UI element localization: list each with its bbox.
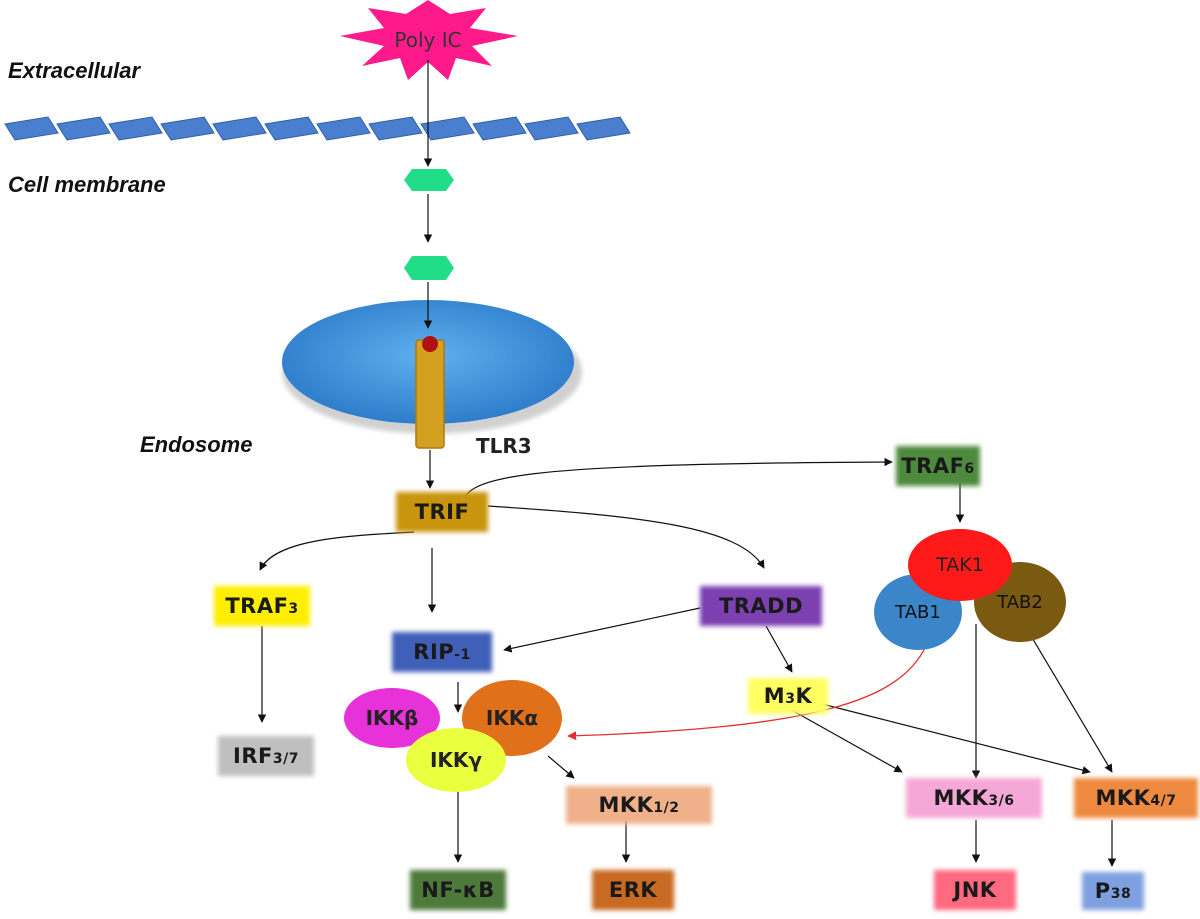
label-ikkg: IKKγ — [429, 748, 483, 772]
label-mkk12: MKK1/2 — [598, 793, 680, 817]
label-nfkb: NF-κB — [421, 878, 495, 902]
tak1-oval — [908, 529, 1012, 601]
ikkb-oval — [344, 688, 440, 748]
label-traf6: TRAF6 — [901, 454, 975, 478]
label-mkk36: MKK3/6 — [933, 786, 1015, 810]
label-tak1: TAK1 — [936, 554, 984, 576]
label-traf3: TRAF3 — [225, 594, 299, 618]
cell-membrane — [4, 116, 631, 141]
label-tlr3: TLR3 — [476, 434, 532, 458]
label-tab1: TAB1 — [895, 601, 941, 623]
label-mkk47: MKK4/7 — [1095, 786, 1177, 810]
ligand-hexagon-internal — [404, 256, 454, 280]
arrow-m3k-mkk36 — [787, 707, 903, 773]
label-rip1: RIP-1 — [413, 640, 471, 664]
ikkg-oval — [406, 728, 506, 792]
poly-ic-starburst — [340, 0, 518, 80]
arrow-trif-tradd — [487, 505, 765, 569]
ligand-hexagon-membrane — [404, 169, 454, 191]
arrow-m3k-mkk47 — [821, 703, 1091, 775]
label-tab2: TAB2 — [997, 591, 1043, 613]
label-boxes — [214, 446, 1198, 910]
label-irf: IRF3/7 — [233, 744, 299, 768]
label-ikka: IKKα — [485, 706, 539, 730]
region-cell-membrane: Cell membrane — [8, 172, 166, 197]
region-extracellular: Extracellular — [8, 58, 141, 83]
arrow-trif-traf3 — [259, 531, 415, 571]
label-m3k: M3K — [763, 684, 813, 708]
arrow-ikk-mkk12 — [547, 755, 575, 779]
arrow-trif-traf6 — [461, 457, 893, 509]
label-jnk: JNK — [953, 878, 997, 902]
tlr3-receptor — [415, 339, 445, 449]
arrow-tradd-rip1 — [503, 607, 701, 653]
label-erk: ERK — [608, 878, 658, 902]
tlr3-ligand-dot — [422, 336, 438, 352]
label-tradd: TRADD — [718, 594, 804, 618]
arrow-tradd-m3k — [765, 625, 793, 673]
label-p38: P38 — [1094, 879, 1132, 903]
label-trif: TRIF — [414, 500, 470, 524]
label-ikkb: IKKβ — [365, 706, 419, 730]
region-endosome: Endosome — [140, 432, 253, 457]
arrow-tab1-ikka — [567, 645, 927, 741]
label-poly-ic: Poly IC — [394, 28, 462, 52]
